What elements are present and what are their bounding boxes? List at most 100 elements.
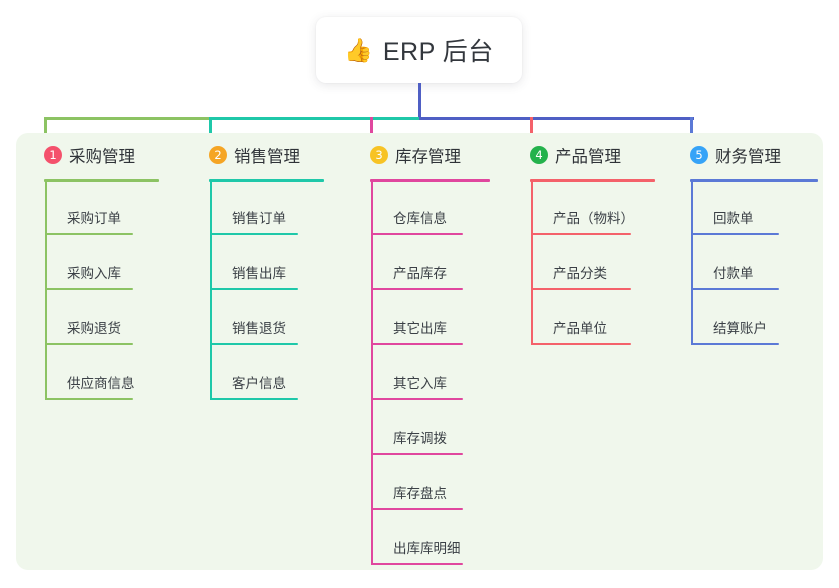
branch-item-rule [531,233,631,235]
branch-item[interactable]: 客户信息 [210,364,338,400]
root-node-title: ERP 后台 [382,38,494,66]
branch-title: 产品管理 [555,148,621,166]
branch-item-label: 库存调拨 [393,431,447,446]
branch-item[interactable]: 库存盘点 [371,474,503,510]
branch-item[interactable]: 结算账户 [691,309,819,345]
branch-item-rule [210,343,298,345]
branch-item[interactable]: 采购订单 [45,199,173,235]
branch-item-rule [210,233,298,235]
branch-item-rule [691,233,779,235]
branch-item-rule [45,343,133,345]
branch-header-1[interactable]: 1 采购管理 [44,143,135,167]
branch-item-label: 结算账户 [713,321,767,336]
branch-item-label: 付款单 [713,266,754,281]
branch-item[interactable]: 供应商信息 [45,364,173,400]
branch-spine [371,182,373,565]
branch-item[interactable]: 产品单位 [531,309,671,345]
root-node[interactable]: 👍 ERP 后台 [316,17,522,83]
branch-item-label: 销售订单 [232,211,286,226]
branch-item-label: 产品单位 [553,321,607,336]
branch-item[interactable]: 出库库明细 [371,529,503,565]
trunk-line [417,83,421,120]
branch-item-label: 供应商信息 [67,376,135,391]
branch-spine [210,182,212,400]
branch-item-label: 库存盘点 [393,486,447,501]
branch-item[interactable]: 回款单 [691,199,819,235]
branch-item[interactable]: 库存调拨 [371,419,503,455]
branch-item[interactable]: 仓库信息 [371,199,503,235]
branch-header-2[interactable]: 2 销售管理 [209,143,300,167]
branch-spine [691,182,693,345]
branch-item-label: 其它出库 [393,321,447,336]
branch-item-label: 销售出库 [232,266,286,281]
branch-column-1: 1 采购管理采购订单采购入库采购退货供应商信息 [32,133,207,570]
branch-item-label: 产品库存 [393,266,447,281]
bus-segment-2 [210,117,419,120]
branch-header-rule [44,179,159,182]
branch-header-rule [530,179,655,182]
branch-item-rule [45,398,133,400]
branch-spine [45,182,47,400]
branch-item-label: 其它入库 [393,376,447,391]
branch-title: 财务管理 [715,148,781,166]
branch-header-5[interactable]: 5 财务管理 [690,143,781,167]
branch-item-rule [691,343,779,345]
bus-segment-1 [45,117,210,120]
branch-header-rule [690,179,818,182]
branch-item[interactable]: 销售出库 [210,254,338,290]
branch-title: 采购管理 [69,148,135,166]
branch-item-rule [371,508,463,510]
branch-item-rule [531,343,631,345]
branch-title: 销售管理 [234,148,300,166]
branch-number-badge: 2 [209,146,227,164]
bus-segment-3 [419,117,694,120]
branch-item-label: 采购入库 [67,266,121,281]
branch-item-rule [45,233,133,235]
thumbs-up-icon: 👍 [344,36,373,63]
branch-number-badge: 5 [690,146,708,164]
branch-item-rule [371,398,463,400]
branch-item-rule [371,233,463,235]
branch-item-label: 采购退货 [67,321,121,336]
branch-item-rule [210,398,298,400]
branch-column-3: 3 库存管理仓库信息产品库存其它出库其它入库库存调拨库存盘点出库库明细 [358,133,538,570]
branch-column-2: 2 销售管理销售订单销售出库销售退货客户信息 [197,133,372,570]
branch-item-label: 销售退货 [232,321,286,336]
branches-panel: 1 采购管理采购订单采购入库采购退货供应商信息 2 销售管理销售订单销售出库销售退货客… [16,133,823,570]
branch-item[interactable]: 采购入库 [45,254,173,290]
branch-item[interactable]: 其它入库 [371,364,503,400]
branch-item-label: 产品分类 [553,266,607,281]
branch-header-3[interactable]: 3 库存管理 [370,143,461,167]
branch-header-4[interactable]: 4 产品管理 [530,143,621,167]
branch-column-4: 4 产品管理产品（物料） 产品分类产品单位 [518,133,703,570]
branch-item-label: 出库库明细 [393,541,461,556]
branch-number-badge: 1 [44,146,62,164]
branch-item-label: 仓库信息 [393,211,447,226]
branch-item[interactable]: 销售退货 [210,309,338,345]
branch-item-rule [531,288,631,290]
branch-item[interactable]: 产品库存 [371,254,503,290]
branch-item-label: 产品（物料） [553,211,634,226]
branch-item-rule [691,288,779,290]
branch-item-label: 采购订单 [67,211,121,226]
branch-item-rule [371,563,463,565]
branch-item[interactable]: 产品分类 [531,254,671,290]
branch-item[interactable]: 销售订单 [210,199,338,235]
branch-item-label: 客户信息 [232,376,286,391]
branch-item-rule [371,453,463,455]
branch-number-badge: 4 [530,146,548,164]
branch-item[interactable]: 采购退货 [45,309,173,345]
branch-item-rule [45,288,133,290]
branch-header-rule [370,179,490,182]
branch-title: 库存管理 [395,148,461,166]
branch-number-badge: 3 [370,146,388,164]
branch-item-rule [371,288,463,290]
branch-item-label: 回款单 [713,211,754,226]
branch-item[interactable]: 其它出库 [371,309,503,345]
branch-item-rule [371,343,463,345]
branch-item[interactable]: 付款单 [691,254,819,290]
branch-item[interactable]: 产品（物料） [531,199,671,235]
branch-column-5: 5 财务管理回款单付款单结算账户 [678,133,839,570]
branch-spine [531,182,533,345]
